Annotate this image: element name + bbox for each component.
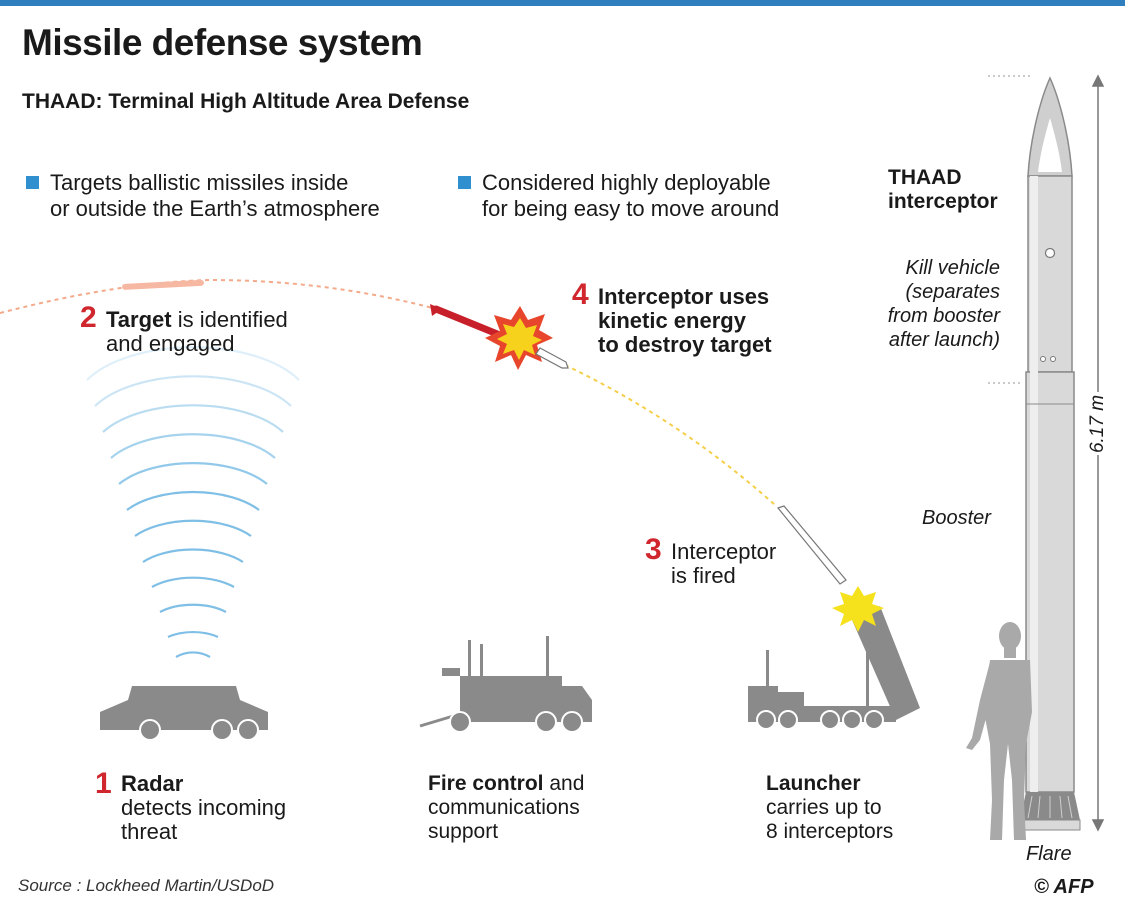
target-trajectory xyxy=(0,278,441,314)
launcher-rest-1: carries up to xyxy=(766,796,882,819)
step-4-line-1: Interceptor uses xyxy=(598,284,770,309)
step-3-line-2: is fired xyxy=(671,563,736,588)
step-1-number: 1 xyxy=(95,767,112,800)
explosion-icon xyxy=(485,306,553,370)
human-silhouette-icon xyxy=(966,622,1032,840)
bullet-square-icon xyxy=(458,176,471,189)
step-1-text: Radar detects incoming threat xyxy=(121,772,286,844)
step-4-number: 4 xyxy=(572,278,589,311)
interceptor-hit-icon xyxy=(535,347,569,369)
step-4-line-3: to destroy target xyxy=(598,332,772,357)
page-title: Missile defense system xyxy=(22,22,423,63)
step-2-rest-2: and engaged xyxy=(106,331,235,356)
launcher-bold: Launcher xyxy=(766,772,861,795)
thaad-interceptor-icon xyxy=(1019,76,1081,831)
fire-control-rest-3: support xyxy=(428,820,499,843)
launcher-rest-2: 8 interceptors xyxy=(766,820,894,843)
bullet-1-text: Targets ballistic missiles inside or out… xyxy=(50,170,380,221)
bullet-square-icon xyxy=(26,176,39,189)
step-3-number: 3 xyxy=(645,533,662,566)
step-4-line-2: kinetic energy xyxy=(598,308,746,333)
top-accent-bar xyxy=(0,0,1125,6)
step-2-bold: Target xyxy=(106,307,172,332)
fire-control-bold: Fire control xyxy=(428,772,544,795)
kill-vehicle-label: Kill vehicle (separates from booster aft… xyxy=(846,256,1000,352)
interceptor-title-2: interceptor xyxy=(888,190,998,213)
step-2-rest-1: is identified xyxy=(171,307,288,332)
radar-vehicle-icon xyxy=(100,686,268,741)
target-missile-faded-icon xyxy=(122,279,204,290)
fire-control-vehicle-icon xyxy=(419,636,592,733)
kill-vehicle-line-3: from booster xyxy=(887,305,1000,327)
bullet-2-text: Considered highly deployable for being e… xyxy=(482,170,780,221)
booster-label: Booster xyxy=(922,507,991,529)
interceptor-trajectory xyxy=(564,364,776,506)
launcher-caption: Launcher carries up to 8 interceptors xyxy=(766,772,893,844)
radar-waves xyxy=(86,346,300,658)
step-3-line-1: Interceptor xyxy=(671,539,777,564)
kill-vehicle-line-4: after launch) xyxy=(888,329,1000,351)
launch-flash-icon xyxy=(832,586,884,632)
step-1-rest: detects incoming threat xyxy=(121,795,287,844)
height-dimension-arrow xyxy=(1091,74,1105,832)
kill-vehicle-line-2: (separates xyxy=(905,281,1001,303)
source-note: Source : Lockheed Martin/USDoD xyxy=(18,876,275,895)
interceptor-title-1: THAAD xyxy=(888,166,962,189)
fire-control-rest-2: communications xyxy=(428,796,580,819)
step-2-number: 2 xyxy=(80,301,97,334)
height-label: 6.17 m xyxy=(1087,394,1108,454)
flare-label: Flare xyxy=(1026,843,1072,865)
afp-credit-logo: © AFP xyxy=(1034,876,1094,898)
interceptor-title: THAAD interceptor xyxy=(888,166,998,214)
step-1-bold: Radar xyxy=(121,771,184,796)
fire-control-caption: Fire control and communications support xyxy=(428,772,584,844)
kill-vehicle-line-1: Kill vehicle xyxy=(905,257,1000,279)
page-subtitle: THAAD: Terminal High Altitude Area Defen… xyxy=(22,90,470,113)
fired-interceptor-icon xyxy=(776,505,847,585)
fire-control-rest-1: and xyxy=(543,772,585,795)
launcher-vehicle-icon xyxy=(748,606,920,730)
